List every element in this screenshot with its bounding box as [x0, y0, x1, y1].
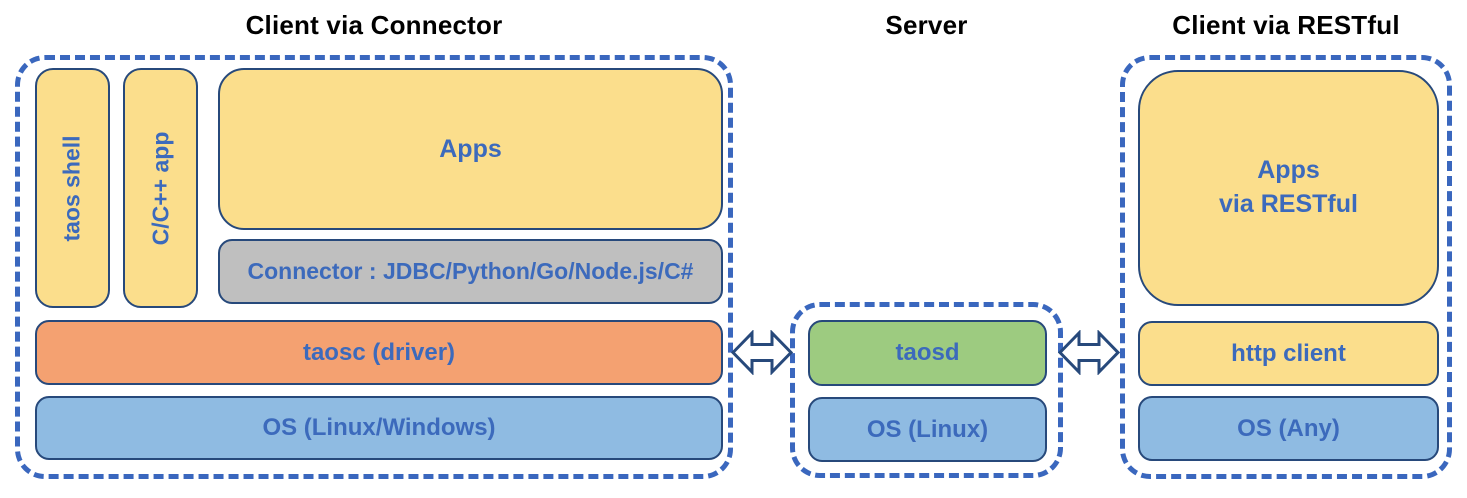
client-restful-group: [1120, 55, 1452, 479]
connector-box: Connector : JDBC/Python/Go/Node.js/C#: [218, 239, 723, 304]
server-group: [790, 302, 1063, 478]
taosc-driver-box: taosc (driver): [35, 320, 723, 385]
bidirectional-arrow-right-icon: [1058, 330, 1120, 375]
os-linux-label: OS (Linux): [866, 415, 989, 443]
connector-label: Connector : JDBC/Python/Go/Node.js/C#: [247, 258, 694, 284]
os-linux-windows-label: OS (Linux/Windows): [262, 414, 496, 441]
os-linux-windows-box: OS (Linux/Windows): [35, 396, 723, 460]
client-connector-title: Client via Connector: [245, 10, 503, 40]
http-client-box: http client: [1138, 321, 1439, 386]
cpp-app-box: C/C++ app: [123, 68, 198, 308]
apps-via-restful-box: Apps via RESTful: [1138, 70, 1439, 306]
apps-via-restful-label-line1: Apps: [1257, 156, 1320, 185]
apps-box: Apps: [218, 68, 723, 230]
cpp-app-label: C/C++ app: [147, 131, 174, 245]
apps-label: Apps: [439, 134, 502, 163]
taos-shell-box: taos shell: [35, 68, 110, 308]
taos-shell-label: taos shell: [59, 134, 86, 242]
bidirectional-arrow-left-icon: [731, 330, 793, 375]
taosd-label: taosd: [895, 339, 960, 366]
server-title: Server: [885, 10, 968, 40]
http-client-label: http client: [1231, 339, 1346, 367]
os-linux-box: OS (Linux): [808, 397, 1047, 462]
client-restful-title: Client via RESTful: [1172, 10, 1400, 40]
os-any-label: OS (Any): [1237, 414, 1340, 442]
apps-via-restful-label-line2: via RESTful: [1219, 190, 1358, 218]
client-connector-group: [15, 55, 733, 479]
taosc-driver-label: taosc (driver): [302, 338, 456, 366]
os-any-box: OS (Any): [1138, 396, 1439, 461]
taosd-box: taosd: [808, 320, 1047, 386]
